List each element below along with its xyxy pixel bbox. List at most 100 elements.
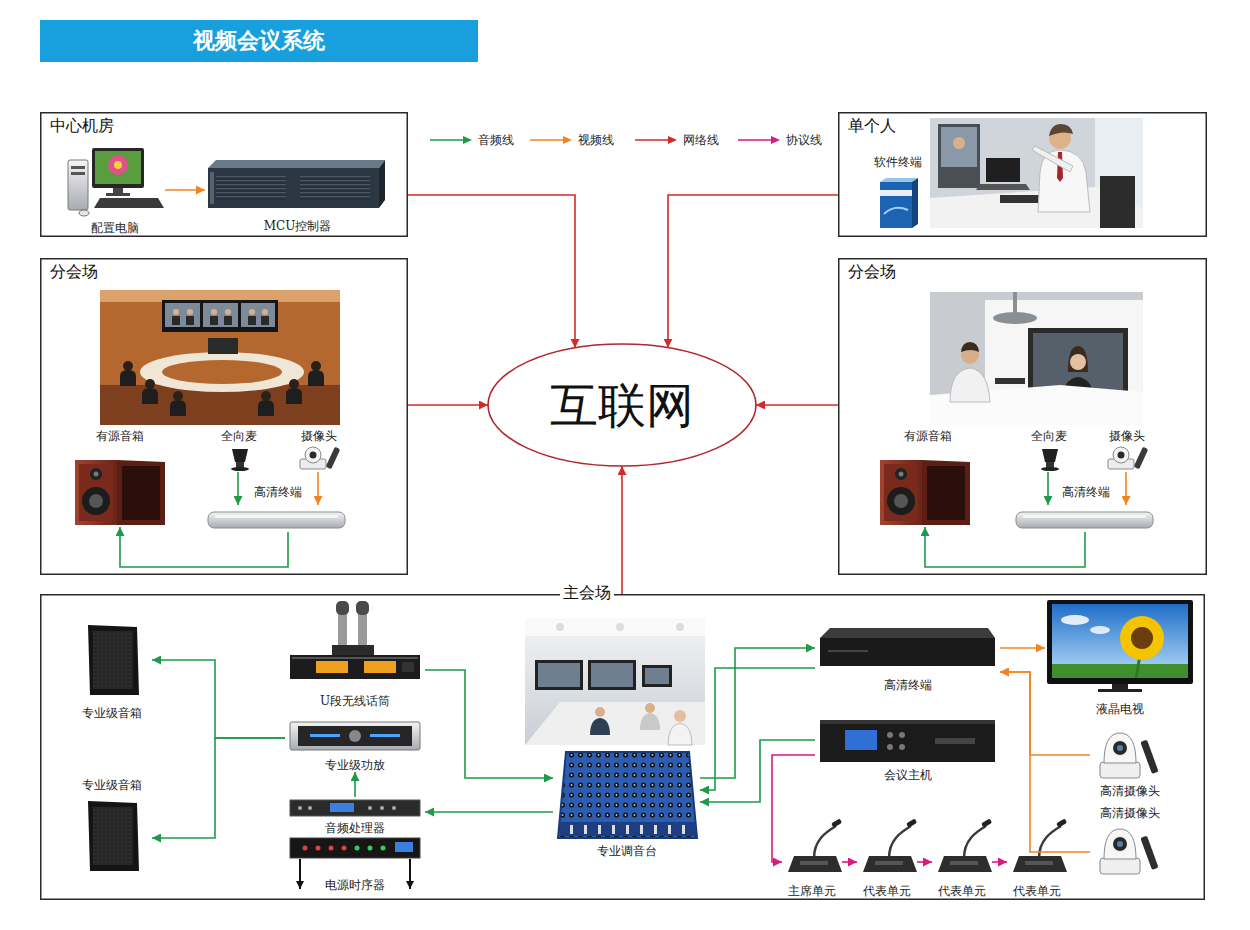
illustration-part	[831, 818, 842, 827]
device-label: 配置电脑	[91, 221, 139, 235]
device-label: 全向麦	[221, 429, 257, 443]
illustration-part	[75, 460, 117, 525]
legend-text: 视频线	[578, 132, 614, 148]
signal-line	[1000, 672, 1090, 852]
illustration-part	[938, 124, 980, 188]
legend-sample	[635, 135, 679, 145]
legend-line	[430, 139, 465, 141]
area-heading: 主会场	[560, 583, 614, 602]
hd-camera-picture	[1100, 829, 1159, 874]
single-user-photo	[930, 118, 1143, 228]
illustration-part	[1120, 616, 1164, 660]
illustration-part	[231, 467, 249, 471]
illustration-part	[95, 151, 141, 184]
legend-arrowhead	[771, 136, 780, 144]
illustration-part	[330, 803, 354, 812]
signal-line	[1000, 672, 1090, 755]
illustration-part	[1032, 146, 1073, 172]
illustration-part	[380, 806, 384, 810]
illustration-part	[884, 208, 908, 214]
pro-speaker-picture	[88, 801, 139, 871]
illustration-part	[140, 352, 304, 392]
camera-picture	[1108, 447, 1148, 469]
illustration-part	[349, 730, 361, 742]
illustration-part	[912, 178, 918, 228]
illustration-part	[145, 379, 155, 389]
illustration-part	[316, 661, 348, 673]
illustration-part	[258, 400, 274, 416]
signal-line	[700, 668, 815, 790]
illustration-part	[1090, 626, 1110, 634]
ellipse-shape	[488, 344, 756, 466]
signal-line	[354, 772, 356, 797]
signal-line	[1125, 472, 1127, 505]
device: 专业级功放	[285, 718, 425, 772]
legend-line	[635, 139, 670, 141]
legend-sample	[430, 135, 474, 145]
illustration-part	[336, 601, 349, 615]
device-label: 有源音箱	[96, 429, 144, 443]
legend-arrowhead	[563, 136, 572, 144]
illustration-part	[170, 400, 186, 416]
legend-sample	[530, 135, 574, 145]
illustration-part	[93, 631, 133, 689]
signal-line	[237, 472, 239, 505]
illustration-part	[356, 601, 369, 615]
illustration-part	[930, 118, 1143, 228]
illustration-part	[899, 732, 905, 738]
area-panel: 单个人软件终端	[838, 112, 1207, 237]
device-label: 高清终端	[254, 485, 302, 499]
illustration-part	[1052, 604, 1188, 678]
illustration-part	[290, 655, 420, 679]
illustration-part	[286, 388, 302, 404]
illustration-part	[525, 702, 705, 745]
illustration-part	[299, 859, 301, 889]
illustration-part	[216, 176, 286, 200]
legend-text: 网络线	[683, 132, 719, 148]
illustration-part	[381, 846, 386, 851]
conference-host-picture	[820, 720, 995, 762]
network-label: 互联网	[487, 377, 757, 433]
illustration-part	[94, 472, 99, 477]
illustration-part	[640, 825, 643, 834]
illustration-part	[820, 720, 995, 724]
device: 专业级音箱	[72, 778, 152, 875]
illustration-part	[645, 668, 669, 684]
illustration-part	[224, 316, 232, 325]
illustration-part	[208, 512, 345, 528]
legend-line	[530, 139, 565, 141]
illustration-part	[165, 303, 200, 327]
illustration-part	[300, 176, 370, 200]
illustration-part	[108, 155, 128, 175]
main-room-photo	[525, 618, 705, 745]
signal-line	[408, 195, 575, 348]
mixer-picture	[558, 752, 697, 838]
signal-line	[120, 527, 288, 567]
device-label: 摄像头	[301, 429, 337, 443]
illustration-part	[290, 800, 420, 816]
illustration-part	[368, 846, 373, 851]
illustration-part	[90, 468, 102, 480]
signal-line	[621, 466, 623, 594]
signal-line	[668, 195, 838, 348]
illustration-part	[208, 338, 238, 354]
area-panel: 中心机房配置电脑MCU控制器	[40, 112, 408, 237]
mic-picture	[1041, 449, 1059, 471]
illustration-part	[289, 379, 299, 389]
illustration-part	[814, 826, 836, 858]
device: 高清终端	[1013, 505, 1158, 532]
legend-arrowhead	[668, 136, 677, 144]
illustration-part	[1070, 354, 1086, 370]
device-label: 摄像头	[1109, 429, 1145, 443]
illustration-part	[94, 198, 164, 208]
illustration-part	[261, 391, 271, 401]
device-label: 代表单元	[1013, 884, 1061, 898]
illustration-part	[100, 290, 340, 425]
illustration-part	[645, 703, 655, 713]
illustration-part	[588, 660, 636, 690]
device: 会议主机	[815, 718, 1000, 782]
illustration-part	[355, 846, 360, 851]
illustration-part	[788, 856, 842, 872]
device: 代表单元	[1007, 822, 1067, 898]
illustration-part	[162, 360, 282, 384]
